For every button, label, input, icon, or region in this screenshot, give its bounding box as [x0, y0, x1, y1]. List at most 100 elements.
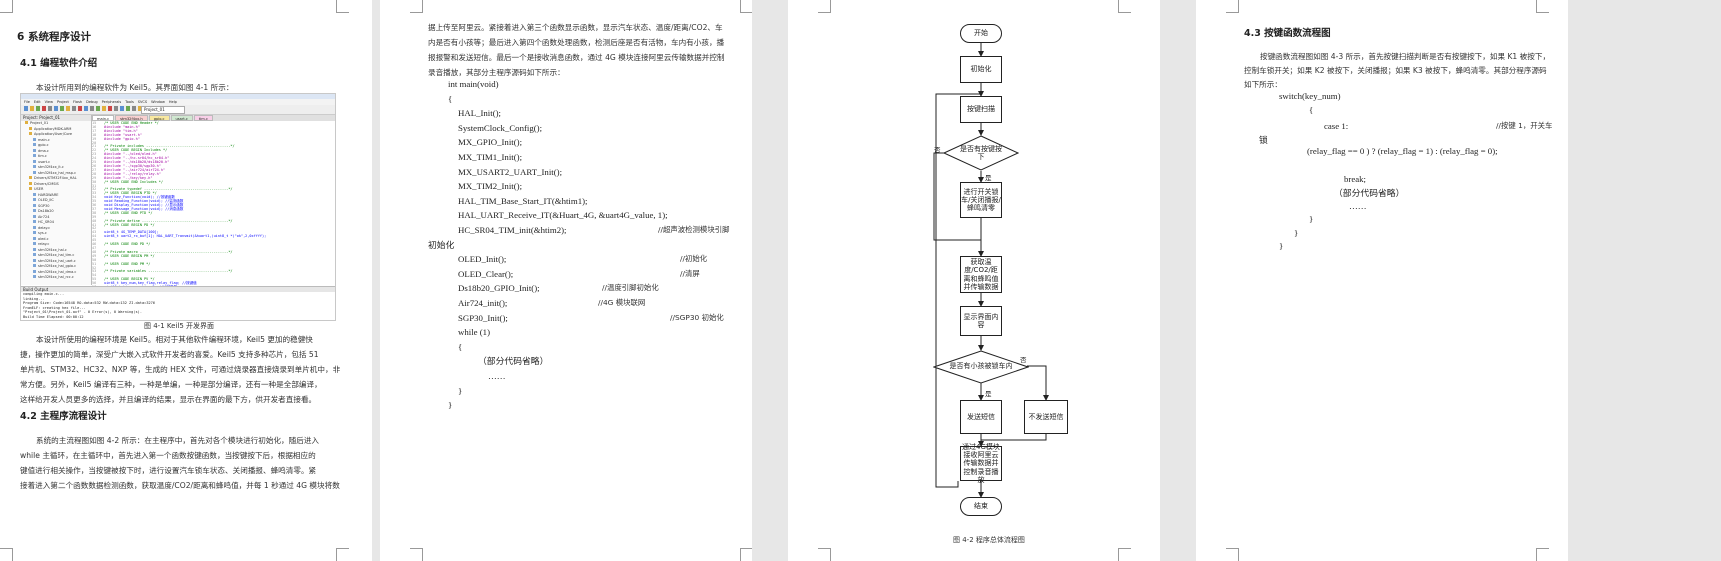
keil-tree-item[interactable]: Application/MDK-ARM [25, 126, 91, 133]
keil-file-tab[interactable]: gpio.c [148, 115, 170, 121]
keil-tree-item[interactable]: SGP30 [25, 203, 91, 210]
keil-tree-item[interactable]: Drivers/STM32F4xx_HAL [25, 176, 91, 182]
keil-menu-item[interactable]: Peripherals [101, 100, 122, 104]
keil-tree-item[interactable]: stm32f4xx_hal_tim.c [25, 253, 91, 259]
build-output-line: Program Size: Code=16548 RO-data=532 RW-… [23, 301, 155, 306]
toolbar-button-icon[interactable] [108, 106, 112, 111]
paragraph-line: while 主循环，在主循环中，首先进入第一个函数按键函数，当按键按下后，根据相… [20, 451, 316, 460]
toolbar-button-icon[interactable] [120, 106, 124, 111]
crop-mark [818, 0, 831, 13]
keil-tree-label: stm32f4xx_it.c [38, 165, 64, 169]
code-comment: //清屏 [680, 268, 700, 278]
toolbar-button-icon[interactable] [84, 106, 88, 111]
keil-tree-item[interactable]: OLED_IIC [25, 198, 91, 204]
keil-tree-item[interactable]: stm32f4xx_hal_msp.c [25, 170, 91, 177]
keil-code-line: 24#include "../hc-sr04/hc_sr04.h" [92, 156, 335, 161]
crop-mark [1536, 0, 1549, 13]
keil-tree-item[interactable]: Application/User/Core [25, 132, 91, 138]
keil-file-tab[interactable]: usart.c [170, 115, 193, 121]
line-number: 47 [92, 246, 97, 250]
keil-tree-item[interactable]: HARDWARE [25, 192, 91, 199]
keil-tree-item[interactable]: Ds18b20 [25, 209, 91, 215]
toolbar-button-icon[interactable] [78, 106, 82, 111]
keil-target-select[interactable]: Project_01 [141, 106, 185, 114]
keil-tree-item[interactable]: sys.c [25, 231, 91, 237]
keil-tree-item[interactable]: usart.c [25, 159, 91, 166]
keil-tree-item[interactable]: stm32f4xx_hal_rcc.c [25, 275, 91, 281]
toolbar-button-icon[interactable] [90, 106, 94, 111]
keil-tree-item[interactable]: Drivers/CMSIS [25, 181, 91, 188]
keil-menu-item[interactable]: Tools [125, 100, 134, 104]
line-number: 30 [92, 179, 97, 184]
toolbar-button-icon[interactable] [114, 106, 118, 111]
toolbar-button-icon[interactable] [42, 106, 46, 111]
keil-menu-item[interactable]: Help [168, 100, 177, 104]
toolbar-button-icon[interactable] [138, 106, 142, 111]
keil-code-line: 33/* USER CODE BEGIN PTD */ [92, 191, 335, 196]
code-text: #include "tim.h" [104, 128, 138, 133]
keil-tree-item[interactable]: gpio.c [25, 143, 91, 149]
keil-code-line: 15/* USER CODE END Header */ [92, 121, 335, 126]
keil-tree-item[interactable]: delay.c [25, 225, 91, 232]
toolbar-button-icon[interactable] [24, 106, 28, 111]
paragraph-line: 系统的主流程图如图 4-2 所示：在主程序中，首先对各个模块进行初始化，随后进入 [36, 436, 320, 445]
toolbar-button-icon[interactable] [60, 106, 64, 111]
code-text: /* USER CODE END PM */ [104, 261, 151, 266]
keil-tree-item[interactable]: Air724 [25, 214, 91, 221]
toolbar-button-icon[interactable] [48, 106, 52, 111]
line-number: 44 [92, 234, 97, 239]
crop-mark [818, 548, 831, 561]
keil-tree-item[interactable]: stm32f4xx_hal.c [25, 247, 91, 254]
keil-tree-item[interactable]: stm32f4xx_hal_dma.c [25, 269, 91, 276]
keil-tree-label: gpio.c [38, 143, 49, 147]
keil-tree-item[interactable]: USER [25, 187, 91, 193]
keil-tree-item[interactable]: stm32f4xx_hal_uart.c [25, 258, 91, 265]
toolbar-button-icon[interactable] [36, 106, 40, 111]
line-number: 23 [92, 152, 97, 157]
keil-tree-label: stm32f4xx_hal_rcc.c [38, 275, 74, 279]
keil-menu-item[interactable]: View [44, 100, 53, 104]
keil-menu-item[interactable]: Edit [33, 100, 41, 104]
keil-code-line: 17#include "tim.h" [92, 128, 335, 134]
keil-tree-label: Application/User/Core [34, 132, 72, 136]
keil-menu-item[interactable]: Project [56, 100, 69, 104]
code-line: switch(key_num) [1279, 91, 1341, 101]
toolbar-button-icon[interactable] [30, 106, 34, 111]
line-number: 20 [92, 140, 97, 145]
keil-tree-item[interactable]: oled.c [25, 236, 91, 243]
toolbar-button-icon[interactable] [54, 106, 58, 111]
keil-menu-item[interactable]: Debug [86, 100, 98, 104]
build-output-line: FromELF: creating hex file... [23, 305, 86, 310]
keil-file-tab[interactable]: tim.c [193, 115, 213, 121]
file-icon [33, 247, 36, 251]
keil-tree-item[interactable]: HC_SR04 [25, 220, 91, 226]
code-line: HAL_TIM_Base_Start_IT(&htim1); [458, 195, 588, 206]
crop-mark [410, 548, 423, 561]
keil-menu-item[interactable]: SVCS [137, 100, 148, 104]
file-icon [33, 236, 36, 240]
keil-code-line: 48/* Private macro ---------------------… [92, 250, 335, 255]
keil-file-tab[interactable]: main.c [92, 115, 115, 121]
keil-tree-item[interactable]: stm32f4xx_hal_gpio.c [25, 264, 91, 270]
keil-tree-item[interactable]: Project_01 [25, 121, 91, 127]
keil-code-line: 39 [92, 215, 335, 220]
toolbar-button-icon[interactable] [102, 106, 106, 111]
keil-tree-item[interactable]: main.c [25, 137, 91, 144]
toolbar-button-icon[interactable] [72, 106, 76, 111]
toolbar-button-icon[interactable] [66, 106, 70, 111]
keil-code-line: 42 [92, 227, 335, 231]
keil-tree-item[interactable]: stm32f4xx_it.c [25, 165, 91, 171]
keil-menu-item[interactable]: Flash [72, 100, 83, 104]
toolbar-button-icon[interactable] [126, 106, 130, 111]
toolbar-button-icon[interactable] [132, 106, 136, 111]
keil-menu-item[interactable]: File [24, 100, 30, 104]
code-text: /* Private variables -------------------… [104, 269, 233, 274]
code-comment: //初始化 [680, 254, 708, 264]
keil-tree-item[interactable]: tim.c [25, 154, 91, 160]
keil-menu-item[interactable]: Window [151, 100, 165, 104]
toolbar-button-icon[interactable] [96, 106, 100, 111]
keil-file-tab[interactable]: stm32f4xx.h [115, 115, 148, 121]
keil-tree-item[interactable]: relay.c [25, 242, 91, 248]
flow-decision-child-label: 是否有小孩被锁车内 [949, 361, 1013, 370]
keil-tree-item[interactable]: dma.c [25, 148, 91, 155]
